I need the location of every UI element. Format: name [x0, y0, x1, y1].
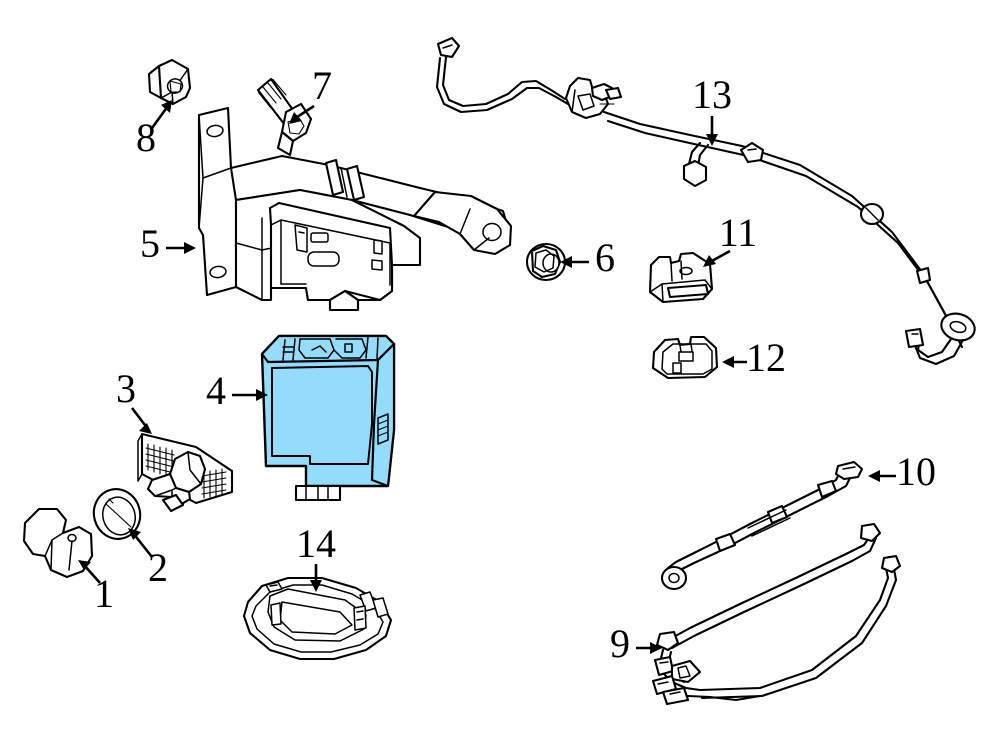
- part-rear-sensor-wire-lower[interactable]: [651, 522, 902, 706]
- callout-label-4[interactable]: 4: [206, 368, 226, 413]
- callout-leaders: [78, 100, 896, 654]
- callout-label-11[interactable]: 11: [719, 210, 758, 255]
- part-connector-housing[interactable]: [648, 251, 714, 304]
- part-wiring-harness[interactable]: [435, 36, 978, 366]
- part-connector-cover[interactable]: [651, 335, 719, 380]
- callout-label-12[interactable]: 12: [746, 335, 786, 380]
- callout-label-3[interactable]: 3: [116, 366, 136, 411]
- callout-label-5[interactable]: 5: [140, 221, 160, 266]
- callout-label-13[interactable]: 13: [692, 72, 732, 117]
- part-sensor-bracket-clip[interactable]: [137, 432, 234, 513]
- callout-label-14[interactable]: 14: [296, 521, 336, 566]
- harness-mid-clip: [564, 76, 623, 120]
- callout-label-6[interactable]: 6: [595, 235, 615, 280]
- callout-label-8[interactable]: 8: [136, 115, 156, 160]
- part-hex-flange-nut[interactable]: [525, 242, 567, 282]
- callout-label-1[interactable]: 1: [94, 571, 114, 616]
- part-sensor-retainer-ring[interactable]: [88, 484, 146, 545]
- callout-label-10[interactable]: 10: [896, 449, 936, 494]
- callout-label-7[interactable]: 7: [312, 63, 332, 108]
- callout-label-9[interactable]: 9: [610, 621, 630, 666]
- part-module-mounting-bracket[interactable]: [197, 106, 513, 312]
- callout-label-2[interactable]: 2: [148, 545, 168, 590]
- part-parking-aid-module[interactable]: [260, 334, 396, 502]
- part-sensor-bezel-housing[interactable]: [242, 576, 393, 661]
- part-sensor-cap[interactable]: [22, 507, 94, 579]
- part-mounting-bolt[interactable]: [256, 77, 313, 157]
- part-push-pin-retainer[interactable]: [147, 58, 192, 106]
- part-rear-sensor-wire-upper[interactable]: [660, 460, 864, 591]
- callout-numbers: 1 2 3 4 5 6 7 8 9 10 11 12 13 14: [94, 63, 936, 666]
